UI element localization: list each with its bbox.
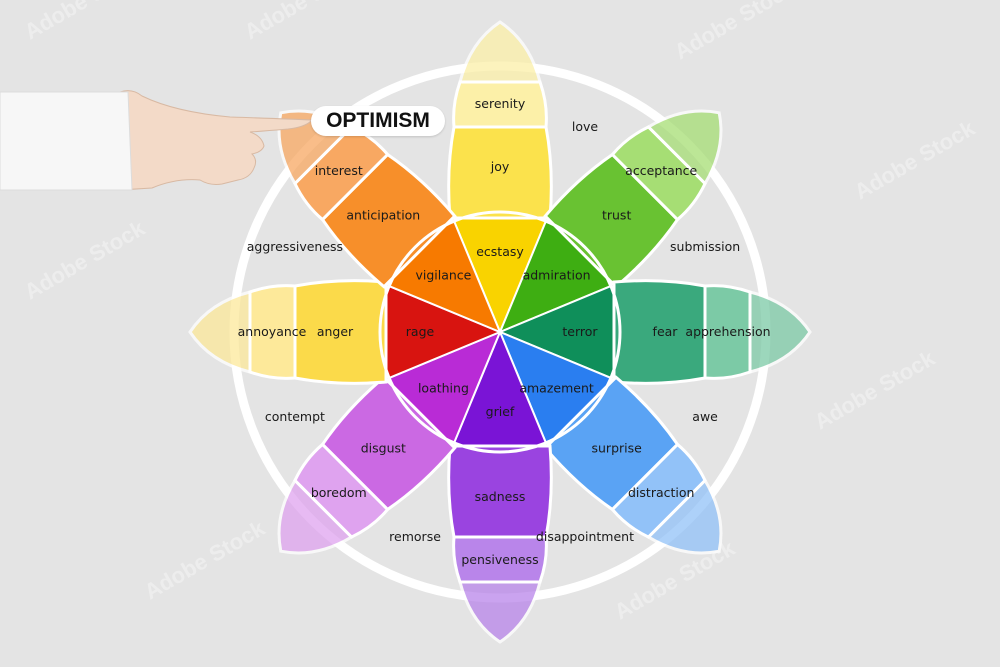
watermark: Adobe Stock [810,345,940,434]
emotion-label: rage [406,324,435,339]
watermark: Adobe Stock [240,0,370,44]
emotion-label: terror [562,324,598,339]
dyad-label: aggressiveness [247,239,343,254]
emotion-label: fear [653,324,679,339]
watermark: Adobe Stock [20,0,150,44]
petal-tip [460,22,540,82]
emotion-label: surprise [592,441,643,456]
optimism-label: OPTIMISM [311,106,445,136]
emotion-label: admiration [523,267,591,282]
dyad-label: remorse [389,529,441,544]
dyad-label: contempt [265,409,325,424]
dyad-label: disappointment [536,529,634,544]
emotion-label: vigilance [415,267,471,282]
emotion-label: grief [486,404,515,419]
emotion-label: interest [315,163,363,178]
dyad-label: awe [692,409,718,424]
emotion-label: ecstasy [476,244,524,259]
emotion-label: trust [602,207,631,222]
emotion-label: pensiveness [461,552,538,567]
emotion-label: boredom [311,485,367,500]
watermark: Adobe Stock [140,515,270,604]
emotion-label: acceptance [625,163,697,178]
dyad-label: submission [670,239,740,254]
pointing-hand-icon [0,91,312,190]
emotion-label: apprehension [685,324,770,339]
emotion-label: sadness [475,489,526,504]
petal-tip [460,582,540,642]
watermark: Adobe Stock [20,215,150,304]
watermark: Adobe Stock [850,115,980,204]
emotion-label: serenity [475,96,526,111]
stock-id: #185524735 [0,420,4,520]
emotion-label: anticipation [346,207,420,222]
emotion-label: joy [490,159,510,174]
emotion-label: anger [317,324,354,339]
emotion-label: disgust [361,441,406,456]
watermark: Adobe Stock [670,0,800,64]
dyad-label: love [572,119,599,134]
emotion-label: annoyance [238,324,307,339]
emotion-label: loathing [418,381,469,396]
emotion-label: amazement [519,381,594,396]
emotion-label: distraction [628,485,694,500]
